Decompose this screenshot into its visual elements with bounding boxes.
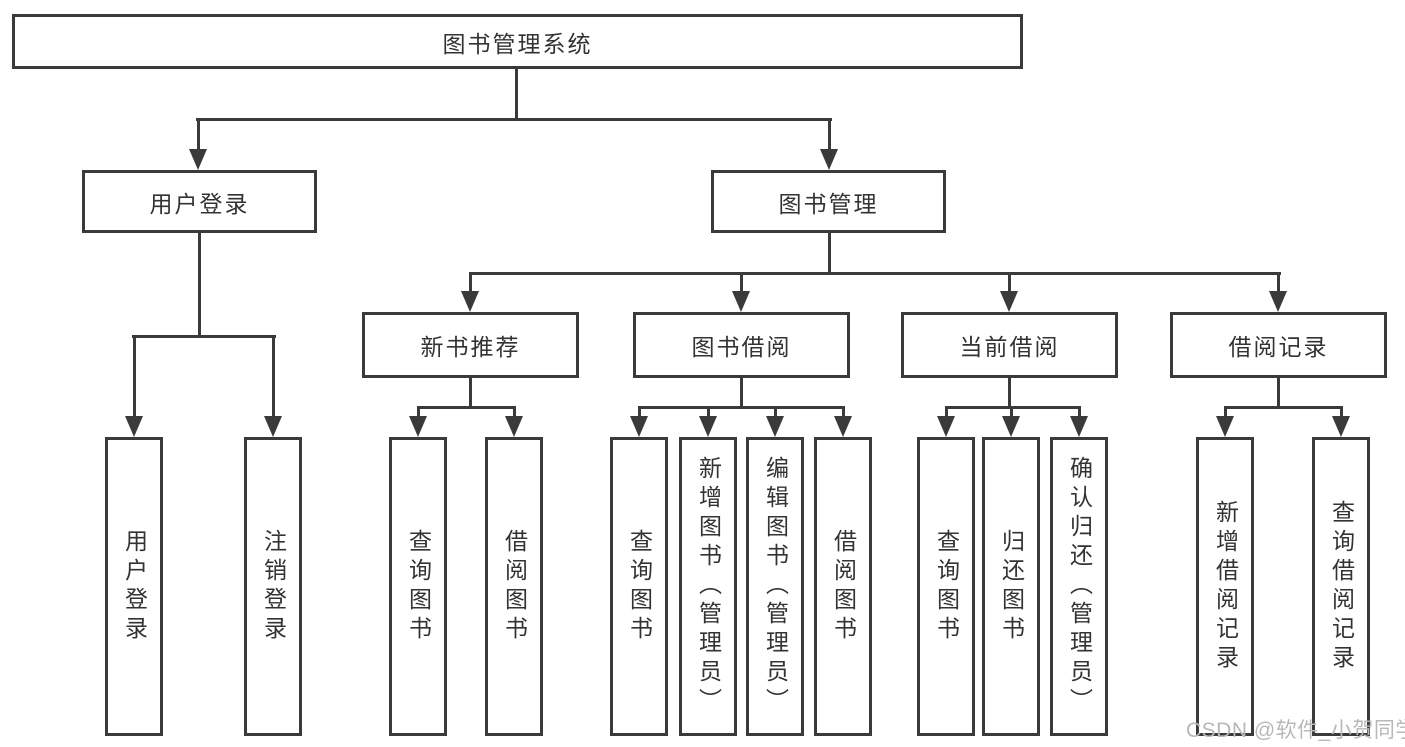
- node-label: 借阅记录: [1228, 334, 1329, 360]
- node-user-login: 用户登录: [82, 170, 317, 233]
- node-new-book-recommendation: 新书推荐: [362, 312, 579, 378]
- node-label: 查询图书: [626, 528, 653, 645]
- node-label: 用户登录: [121, 528, 148, 645]
- connector-drop-line: [842, 406, 845, 416]
- connector-drop-line: [272, 335, 275, 416]
- connector-vline: [515, 69, 518, 121]
- arrow-down-icon: [834, 416, 852, 437]
- connector-drop-line: [417, 406, 420, 416]
- connector-hline: [1224, 406, 1343, 409]
- connector-vline: [1008, 378, 1011, 409]
- connector-vline: [1277, 378, 1280, 409]
- node-label: 归还图书: [998, 528, 1025, 645]
- connector-drop-line: [1010, 406, 1013, 416]
- connector-vline: [828, 233, 831, 275]
- connector-hline: [638, 406, 845, 409]
- leaf-logout-login: 注销登录: [244, 437, 302, 736]
- connector-vline: [740, 378, 743, 409]
- arrow-down-icon: [461, 291, 479, 312]
- connector-drop-line: [469, 272, 472, 291]
- connector-drop-line: [197, 118, 200, 149]
- node-label: 查询图书: [933, 528, 960, 645]
- leaf-borrow-books: 借阅图书: [814, 437, 872, 736]
- connector-drop-line: [638, 406, 641, 416]
- connector-vline: [469, 378, 472, 409]
- arrow-down-icon: [505, 416, 523, 437]
- leaf-query-borrow-record: 查询借阅记录: [1312, 437, 1370, 736]
- connector-hline: [945, 406, 1081, 409]
- connector-drop-line: [945, 406, 948, 416]
- leaf-recommend-borrow-books: 借阅图书: [485, 437, 543, 736]
- leaf-confirm-return-admin: 确认归还（管理员）: [1050, 437, 1108, 736]
- watermark-text: CSDN @软件_小贺同学: [1186, 719, 1405, 742]
- arrow-down-icon: [264, 416, 282, 437]
- node-label: 注销登录: [260, 528, 287, 645]
- arrow-down-icon: [1269, 291, 1287, 312]
- connector-drop-line: [828, 118, 831, 149]
- node-label: 确认归还（管理员）: [1066, 456, 1093, 717]
- arrow-down-icon: [766, 416, 784, 437]
- node-label: 图书管理系统: [442, 30, 593, 57]
- leaf-current-query-books: 查询图书: [917, 437, 975, 736]
- connector-drop-line: [707, 406, 710, 416]
- connector-drop-line: [1224, 406, 1227, 416]
- connector-drop-line: [774, 406, 777, 416]
- node-label: 查询图书: [405, 528, 432, 645]
- leaf-add-borrow-record: 新增借阅记录: [1196, 437, 1254, 736]
- arrow-down-icon: [1216, 416, 1234, 437]
- node-current-borrowing: 当前借阅: [901, 312, 1118, 378]
- node-book-borrowing: 图书借阅: [633, 312, 850, 378]
- arrow-down-icon: [125, 416, 143, 437]
- connector-hline: [196, 118, 832, 121]
- arrow-down-icon: [1332, 416, 1350, 437]
- node-label: 图书管理: [778, 190, 879, 217]
- node-label: 借阅图书: [830, 528, 857, 645]
- arrow-down-icon: [1070, 416, 1088, 437]
- leaf-borrow-query-books: 查询图书: [610, 437, 668, 736]
- node-label: 新书推荐: [420, 334, 521, 360]
- arrow-down-icon: [937, 416, 955, 437]
- node-label: 新增借阅记录: [1212, 499, 1239, 674]
- leaf-edit-books-admin: 编辑图书（管理员）: [746, 437, 804, 736]
- connector-hline: [469, 272, 1281, 275]
- connector-drop-line: [740, 272, 743, 291]
- arrow-down-icon: [409, 416, 427, 437]
- leaf-user-login: 用户登录: [105, 437, 163, 736]
- leaf-return-books: 归还图书: [982, 437, 1040, 736]
- connector-drop-line: [1008, 272, 1011, 291]
- connector-hline: [132, 335, 276, 338]
- connector-drop-line: [133, 335, 136, 416]
- node-label: 查询借阅记录: [1328, 499, 1355, 674]
- node-label: 当前借阅: [959, 334, 1060, 360]
- connector-drop-line: [1078, 406, 1081, 416]
- node-label: 图书借阅: [691, 334, 792, 360]
- node-book-management: 图书管理: [711, 170, 946, 233]
- arrow-down-icon: [820, 149, 838, 170]
- connector-drop-line: [1277, 272, 1280, 291]
- node-label: 编辑图书（管理员）: [762, 456, 789, 717]
- arrow-down-icon: [732, 291, 750, 312]
- connector-hline: [417, 406, 516, 409]
- arrow-down-icon: [1000, 291, 1018, 312]
- arrow-down-icon: [1002, 416, 1020, 437]
- connector-vline: [198, 233, 201, 338]
- leaf-recommend-query-books: 查询图书: [389, 437, 447, 736]
- node-label: 新增图书（管理员）: [695, 456, 722, 717]
- node-label: 用户登录: [149, 190, 250, 217]
- node-label: 借阅图书: [501, 528, 528, 645]
- connector-drop-line: [513, 406, 516, 416]
- connector-drop-line: [1340, 406, 1343, 416]
- leaf-add-books-admin: 新增图书（管理员）: [679, 437, 737, 736]
- arrow-down-icon: [699, 416, 717, 437]
- node-library-management-system: 图书管理系统: [12, 14, 1023, 69]
- arrow-down-icon: [630, 416, 648, 437]
- arrow-down-icon: [189, 149, 207, 170]
- node-borrowing-records: 借阅记录: [1170, 312, 1387, 378]
